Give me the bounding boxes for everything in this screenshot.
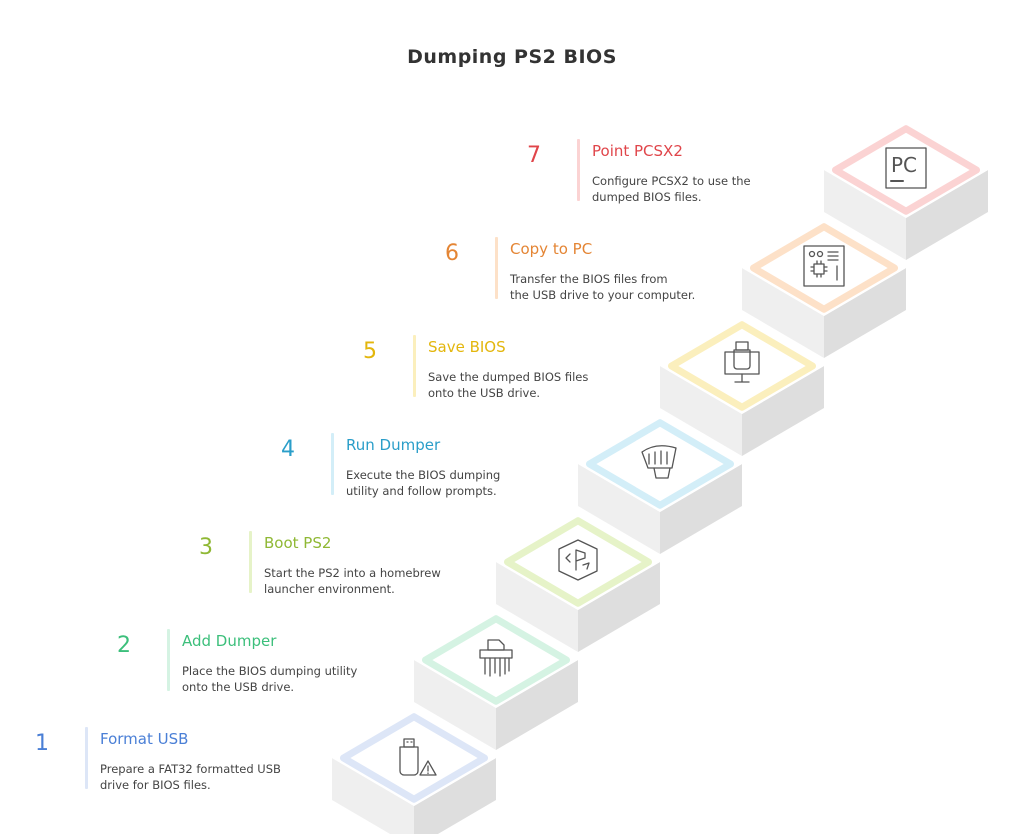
step-3-number: 3: [199, 535, 213, 560]
step-1-left-face: [332, 758, 414, 834]
step-1-accent-bar: [85, 727, 88, 789]
step-1-description-line: Prepare a FAT32 formatted USB: [100, 762, 281, 776]
step-2-outline: [421, 615, 571, 705]
step-2-top-face: [414, 612, 578, 708]
shredder-icon: [479, 639, 513, 677]
step-1-title: Format USB: [100, 730, 189, 748]
step-2-right-face: [496, 660, 578, 750]
step-7-block: PC: [824, 122, 988, 260]
step-6-accent-bar: [495, 237, 498, 299]
step-3-right-face: [578, 562, 660, 652]
step-7-description-line: dumped BIOS files.: [592, 190, 702, 204]
step-5-title: Save BIOS: [428, 338, 506, 356]
step-6-right-face: [824, 268, 906, 358]
step-5-description: Save the dumped BIOS files onto the USB d…: [428, 369, 668, 401]
step-4-left-face: [578, 464, 660, 554]
step-4-right-face: [660, 464, 742, 554]
diagram-title: Dumping PS2 BIOS: [407, 46, 617, 68]
step-7-description: Configure PCSX2 to use the dumped BIOS fi…: [592, 173, 832, 205]
step-2-accent-bar: [167, 629, 170, 691]
usb-monitor-icon: [724, 341, 760, 383]
step-5-description-line: onto the USB drive.: [428, 386, 541, 400]
step-4-description: Execute the BIOS dumping utility and foll…: [346, 467, 586, 499]
step-5-number: 5: [363, 339, 377, 364]
step-4-top-face: [578, 416, 742, 512]
step-1-outline: [339, 713, 489, 803]
pc-icon-label: PC: [891, 153, 917, 177]
step-5-outline: [667, 321, 817, 411]
step-4-title: Run Dumper: [346, 436, 441, 454]
step-5-block: [660, 318, 824, 456]
step-5-accent-bar: [413, 335, 416, 397]
step-1-number: 1: [35, 731, 49, 756]
pc-icon: PC: [885, 147, 927, 189]
step-7-top-face: [824, 122, 988, 218]
step-3-description-line: launcher environment.: [264, 582, 395, 596]
step-7-left-face: [824, 170, 906, 260]
step-1-description-line: drive for BIOS files.: [100, 778, 211, 792]
step-7-number: 7: [527, 143, 541, 168]
step-6-number: 6: [445, 241, 459, 266]
step-3-top-face: [496, 514, 660, 610]
step-6-description-line: the USB drive to your computer.: [510, 288, 696, 302]
step-6-left-face: [742, 268, 824, 358]
step-3-accent-bar: [249, 531, 252, 593]
step-7-accent-bar: [577, 139, 580, 201]
step-4-accent-bar: [331, 433, 334, 495]
step-4-block: [578, 416, 742, 554]
step-7-description-line: Configure PCSX2 to use the: [592, 174, 751, 188]
step-4-description-line: utility and follow prompts.: [346, 484, 497, 498]
step-1-top-face: [332, 710, 496, 806]
step-5-top-face: [660, 318, 824, 414]
step-2-title: Add Dumper: [182, 632, 277, 650]
step-3-description-line: Start the PS2 into a homebrew: [264, 566, 441, 580]
step-3-title: Boot PS2: [264, 534, 332, 552]
step-5-description-line: Save the dumped BIOS files: [428, 370, 589, 384]
step-7-outline: [831, 125, 981, 215]
step-2-description-line: onto the USB drive.: [182, 680, 295, 694]
step-2-block: [414, 612, 578, 750]
step-7-title: Point PCSX2: [592, 142, 683, 160]
step-1-block: [332, 710, 496, 834]
step-3-left-face: [496, 562, 578, 652]
step-4-outline: [585, 419, 735, 509]
step-1-description: Prepare a FAT32 formatted USB drive for B…: [100, 761, 340, 793]
step-2-description-line: Place the BIOS dumping utility: [182, 664, 358, 678]
step-2-number: 2: [117, 633, 131, 658]
dumper-fist-icon: [641, 445, 677, 479]
step-3-block: [496, 514, 660, 652]
step-3-description: Start the PS2 into a homebrew launcher en…: [264, 565, 504, 597]
step-5-left-face: [660, 366, 742, 456]
playstation-icon: [558, 539, 598, 581]
motherboard-icon: [803, 245, 845, 287]
step-1-right-face: [414, 758, 496, 834]
step-2-left-face: [414, 660, 496, 750]
step-6-outline: [749, 223, 899, 313]
step-3-outline: [503, 517, 653, 607]
step-2-description: Place the BIOS dumping utility onto the U…: [182, 663, 422, 695]
step-4-description-line: Execute the BIOS dumping: [346, 468, 501, 482]
step-7-right-face: [906, 170, 988, 260]
step-6-description: Transfer the BIOS files from the USB driv…: [510, 271, 750, 303]
step-6-title: Copy to PC: [510, 240, 593, 258]
step-5-right-face: [742, 366, 824, 456]
step-6-block: [742, 220, 906, 358]
step-6-description-line: Transfer the BIOS files from: [510, 272, 668, 286]
step-4-number: 4: [281, 437, 295, 462]
usb-warning-icon: [399, 738, 437, 776]
